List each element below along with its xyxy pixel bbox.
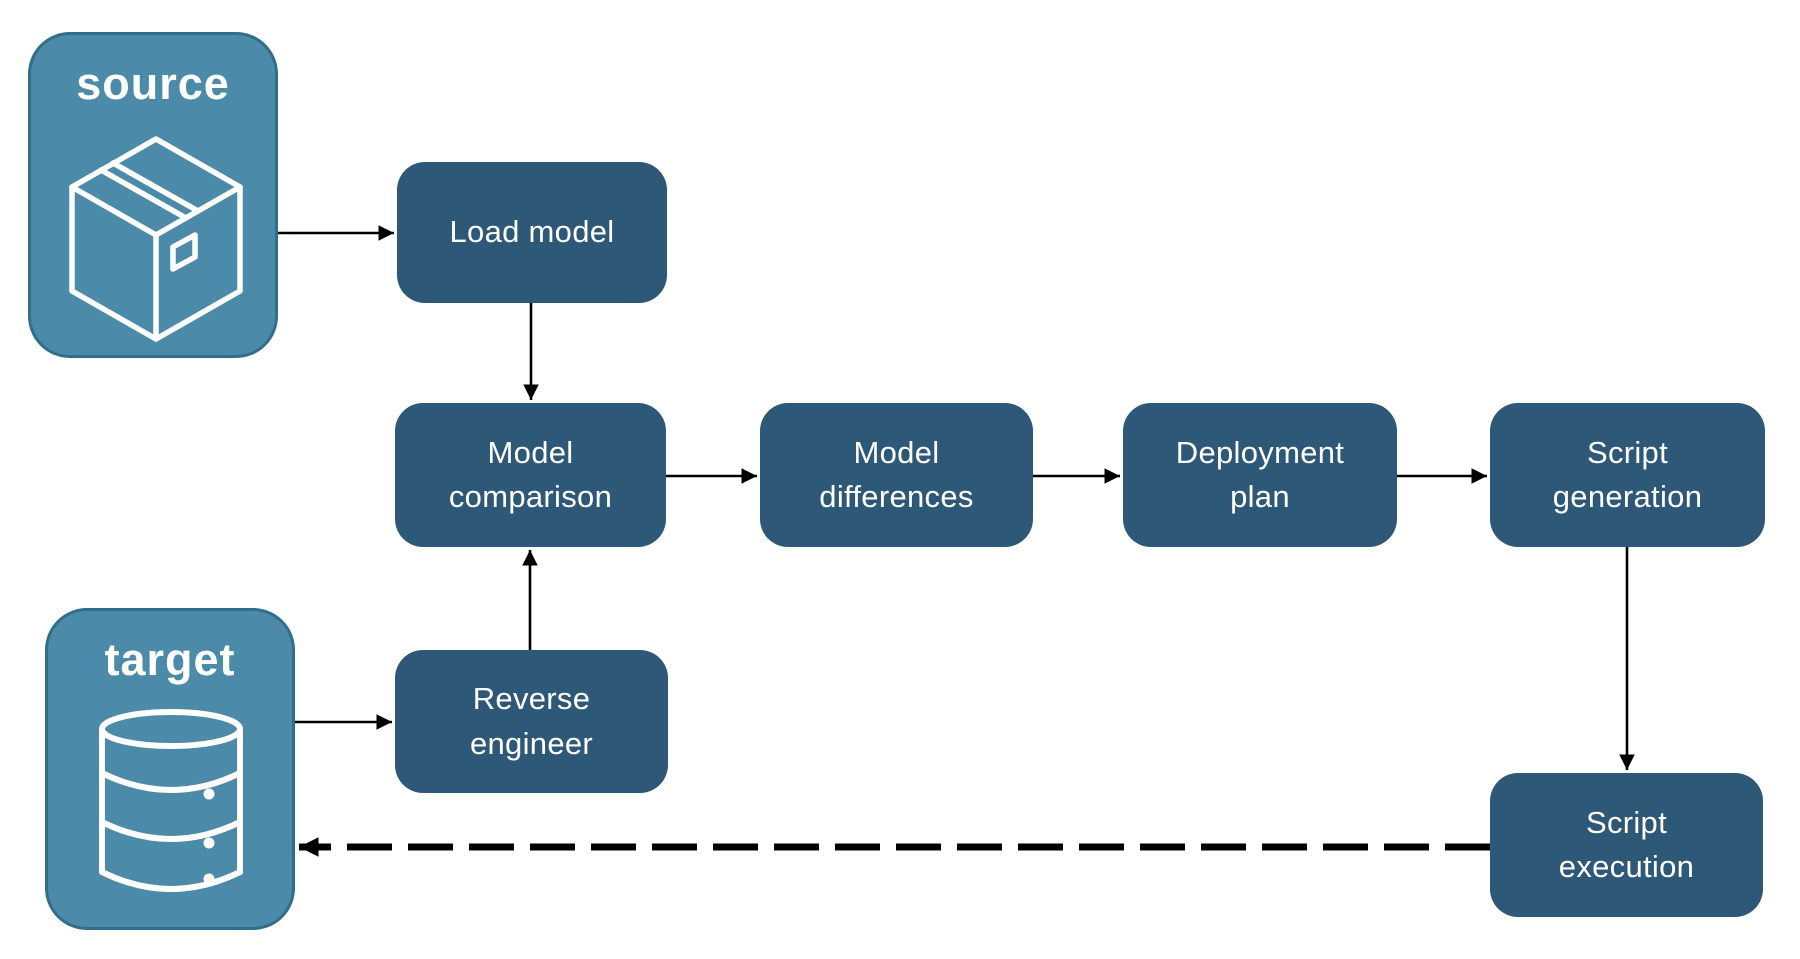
- step-script-execution: Script execution: [1490, 773, 1763, 917]
- step-script-generation: Script generation: [1490, 403, 1765, 547]
- target-label: target: [104, 634, 236, 685]
- step-model-differences-label: Model differences: [819, 434, 974, 514]
- source-label: source: [76, 58, 230, 109]
- step-model-comparison: Model comparison: [395, 403, 666, 547]
- step-deployment-plan: Deployment plan: [1123, 403, 1397, 547]
- step-load-model: Load model: [397, 162, 667, 303]
- step-script-generation-label: Script generation: [1552, 434, 1703, 514]
- step-load-model-label: Load model: [449, 214, 615, 250]
- database-icon: [99, 709, 243, 892]
- step-deployment-plan-label: Deployment plan: [1175, 434, 1345, 514]
- step-model-differences: Model differences: [760, 403, 1033, 547]
- endpoint-source: source: [28, 32, 278, 358]
- step-model-comparison-label: Model comparison: [448, 434, 613, 514]
- step-reverse-engineer: Reverse engineer: [395, 650, 668, 793]
- package-icon: [69, 136, 243, 342]
- endpoint-target: target: [45, 608, 295, 930]
- step-reverse-engineer-label: Reverse engineer: [469, 681, 594, 761]
- step-script-execution-label: Script execution: [1558, 804, 1695, 884]
